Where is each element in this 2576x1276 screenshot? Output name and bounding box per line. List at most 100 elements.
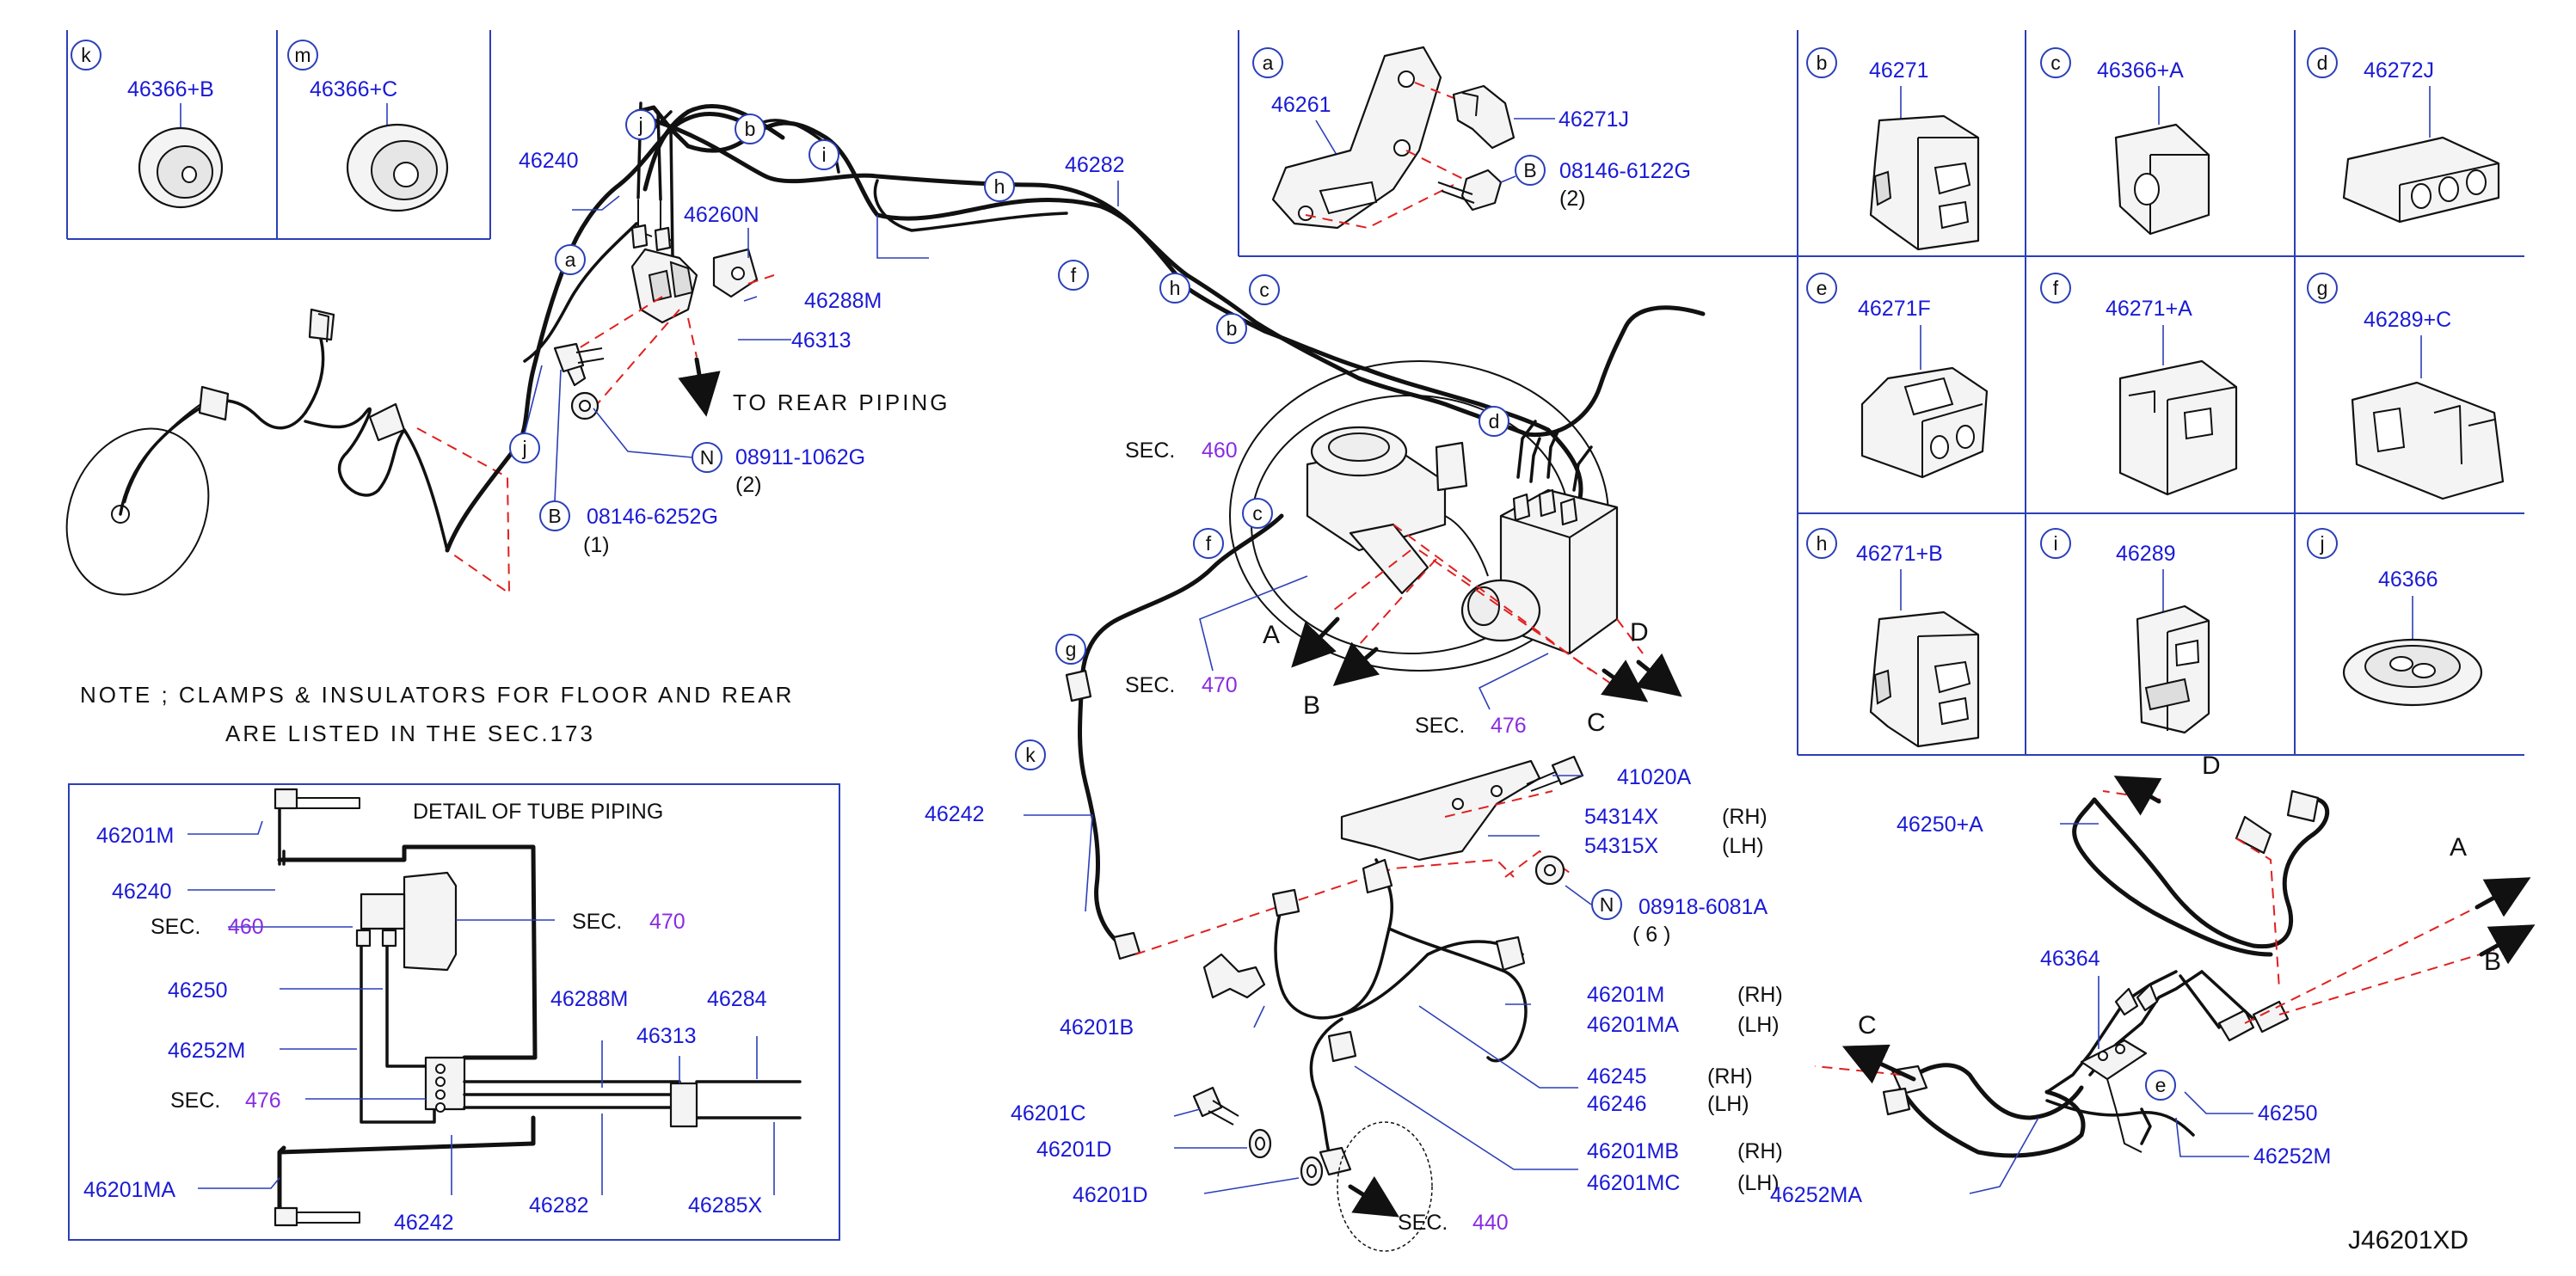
detail-sec-word: SEC. bbox=[572, 910, 622, 934]
clip-icon bbox=[1869, 610, 1980, 748]
side-lh: (LH) bbox=[1707, 1092, 1749, 1116]
callout-m: k bbox=[1025, 744, 1036, 766]
detail-46201ma: 46201MA bbox=[83, 1178, 175, 1202]
part-46201d: 46201D bbox=[1073, 1183, 1148, 1207]
rear-piping-group bbox=[1882, 776, 2330, 1158]
callout-f: f bbox=[2053, 277, 2059, 299]
part-08146-6122g: 08146-6122G bbox=[1559, 159, 1691, 183]
side-rh: (RH) bbox=[1737, 1139, 1783, 1163]
part-08918-6081a: 08918-6081A bbox=[1638, 895, 1768, 919]
sec-word: SEC. bbox=[1125, 439, 1175, 463]
part-46260n: 46260N bbox=[684, 203, 759, 227]
callout-b: b bbox=[1227, 317, 1238, 340]
grommet-icon bbox=[138, 126, 224, 209]
callout-c: c bbox=[1252, 502, 1263, 525]
part-08146-6252g: 08146-6252G bbox=[587, 505, 718, 529]
callout-k: k bbox=[81, 44, 91, 66]
callout-i: i bbox=[2053, 532, 2057, 555]
bracket-icon bbox=[1271, 46, 1442, 230]
callout-N: N bbox=[1600, 893, 1614, 916]
callout-k: j bbox=[521, 437, 526, 459]
detail-sec-word: SEC. bbox=[151, 915, 200, 939]
detail-46284: 46284 bbox=[707, 987, 767, 1011]
side-lh: (LH) bbox=[1722, 834, 1764, 858]
side-lh: (LH) bbox=[1737, 1171, 1780, 1195]
part-46271: 46271 bbox=[1869, 58, 1929, 83]
part-46289-c: 46289+C bbox=[2364, 308, 2451, 332]
washer-icon bbox=[1248, 1128, 1324, 1187]
diagram-code: J46201XD bbox=[2348, 1226, 2468, 1255]
tube-piping-detail: DETAIL OF TUBE PIPING bbox=[68, 783, 840, 1241]
callout-j: j bbox=[637, 113, 642, 136]
callout-g: g bbox=[1066, 638, 1077, 660]
part-46240: 46240 bbox=[519, 149, 579, 173]
nut-icon bbox=[1534, 855, 1565, 886]
flow-letter-c: C bbox=[1858, 1011, 1877, 1040]
flow-letter-d: D bbox=[2202, 751, 2221, 780]
clip-icon bbox=[2118, 359, 2238, 496]
main-labels: 46240 46260N 46288M 46313 46282 TO REAR … bbox=[80, 149, 2501, 1255]
part-46201ma: 46201MA bbox=[1587, 1013, 1679, 1037]
detail-title: DETAIL OF TUBE PIPING bbox=[413, 800, 663, 824]
callout-B: B bbox=[548, 505, 561, 527]
detail-sec-476: 476 bbox=[245, 1089, 281, 1113]
sec-word: SEC. bbox=[1125, 673, 1175, 697]
flow-letter-b: B bbox=[1303, 691, 1320, 720]
part-54315x: 54315X bbox=[1584, 834, 1659, 858]
part-46366-a: 46366+A bbox=[2097, 58, 2184, 83]
side-rh: (RH) bbox=[1722, 805, 1768, 829]
bolt-qty: (2) bbox=[1559, 187, 1586, 211]
part-46245: 46245 bbox=[1587, 1064, 1647, 1089]
side-rh: (RH) bbox=[1707, 1064, 1753, 1089]
part-46289: 46289 bbox=[2116, 542, 2176, 566]
callout-a: a bbox=[565, 248, 576, 271]
to-rear-piping-text: TO REAR PIPING bbox=[733, 390, 950, 415]
sec-word: SEC. bbox=[1398, 1211, 1448, 1235]
part-46271j: 46271J bbox=[1559, 107, 1629, 132]
callout-d: d bbox=[1489, 410, 1500, 432]
callout-e: e bbox=[2155, 1074, 2167, 1096]
flow-letter-c: C bbox=[1587, 709, 1606, 737]
sec-476: 476 bbox=[1491, 714, 1527, 738]
callout-g: g bbox=[2317, 277, 2328, 299]
part-46201m: 46201M bbox=[1587, 983, 1664, 1007]
part-46313: 46313 bbox=[791, 328, 851, 353]
clip-icon bbox=[1202, 953, 1266, 999]
detail-sec-470: 470 bbox=[649, 910, 685, 934]
callout-circles: a b j i h f h b c d c f g k j B N N e bbox=[509, 109, 2176, 1101]
detail-46252m: 46252M bbox=[168, 1039, 245, 1063]
front-bracket bbox=[1340, 759, 1541, 862]
note-line-1: NOTE ; CLAMPS & INSULATORS FOR FLOOR AND… bbox=[80, 682, 794, 708]
callout-N: N bbox=[700, 446, 715, 469]
bolt-qty: (1) bbox=[583, 533, 610, 557]
part-46272j: 46272J bbox=[2364, 58, 2434, 83]
callout-c: c bbox=[1259, 279, 1270, 301]
part-46201mb: 46201MB bbox=[1587, 1139, 1679, 1163]
part-46250: 46250 bbox=[2258, 1101, 2318, 1126]
callout-f: f bbox=[1071, 264, 1077, 286]
flow-letter-a: A bbox=[1263, 621, 1280, 649]
clip-icon bbox=[2351, 381, 2505, 500]
bolt-icon bbox=[1437, 169, 1503, 212]
brake-booster bbox=[1229, 360, 1609, 672]
insulator-icon bbox=[2114, 123, 2210, 236]
detail-46282: 46282 bbox=[529, 1193, 589, 1218]
part-46201c: 46201C bbox=[1011, 1101, 1086, 1126]
bolt-icon bbox=[553, 342, 605, 373]
clip-icon bbox=[2342, 136, 2500, 224]
sec-460: 460 bbox=[1202, 439, 1238, 463]
callout-b: b bbox=[1817, 52, 1828, 74]
callout-h: h bbox=[1170, 277, 1181, 299]
part-46250-a: 46250+A bbox=[1897, 813, 1983, 837]
left-brake-hose bbox=[65, 308, 449, 596]
clip-grid: b 46271 c 46366+A d 46272J bbox=[1798, 30, 2524, 756]
part-46246: 46246 bbox=[1587, 1092, 1647, 1116]
nut-icon bbox=[570, 391, 599, 420]
part-46366: 46366 bbox=[2378, 567, 2438, 592]
side-lh: (LH) bbox=[1737, 1013, 1780, 1037]
detail-46240: 46240 bbox=[112, 880, 172, 904]
callout-e: e bbox=[1817, 277, 1828, 299]
detail-46250: 46250 bbox=[168, 978, 228, 1003]
